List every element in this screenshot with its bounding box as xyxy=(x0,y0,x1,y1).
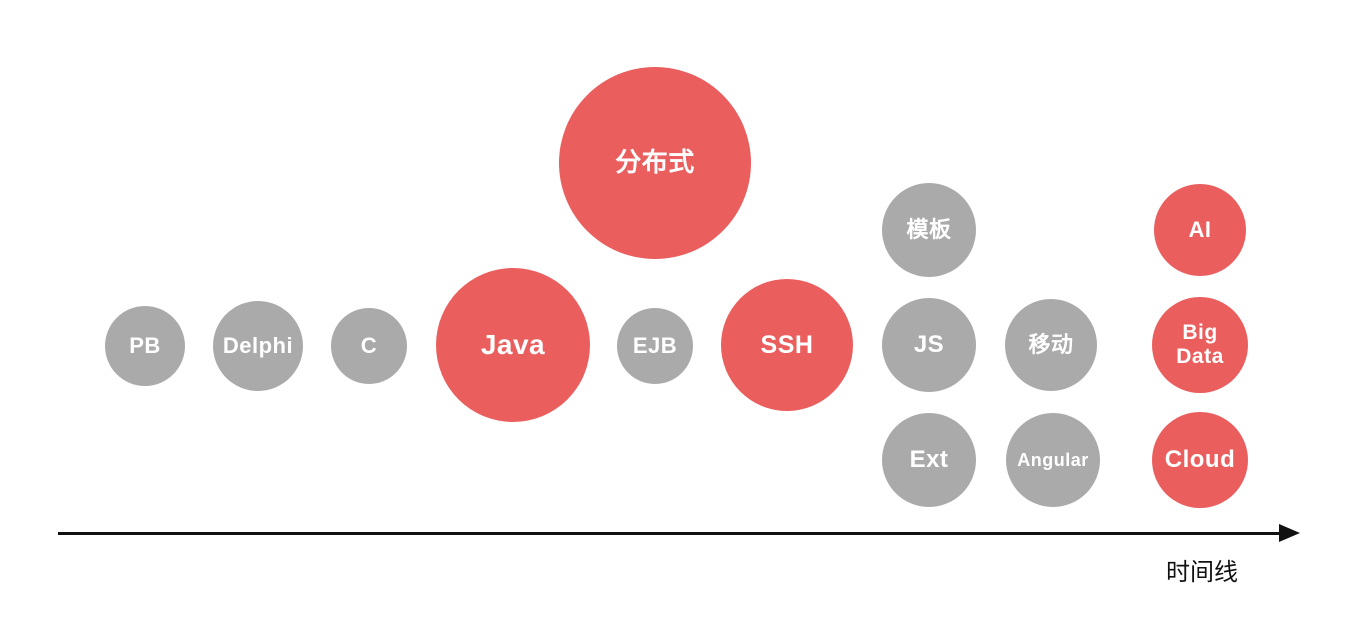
bubble-pb: PB xyxy=(105,306,185,386)
bubble-label: Cloud xyxy=(1164,446,1236,474)
bubble-java: Java xyxy=(436,268,590,422)
bubble-label: C xyxy=(360,333,378,359)
bubble-ext: Ext xyxy=(882,413,976,507)
bubble-ssh: SSH xyxy=(721,279,853,411)
bubble-label: Big Data xyxy=(1176,320,1224,368)
bubble-label: 移动 xyxy=(1028,332,1074,358)
bubble-label: Delphi xyxy=(222,333,294,359)
bubble-js: JS xyxy=(882,298,976,392)
timeline-arrowhead-icon xyxy=(1279,524,1300,542)
bubble-label: Ext xyxy=(909,446,949,474)
bubble-label: 模板 xyxy=(906,217,952,243)
bubble-label: PB xyxy=(129,333,161,359)
bubble-label: JS xyxy=(913,331,945,359)
bubble-c: C xyxy=(331,308,407,384)
bubble-distributed: 分布式 xyxy=(559,67,751,259)
bubble-label: Java xyxy=(480,328,546,360)
bubble-label: 分布式 xyxy=(615,147,695,178)
bubble-label: Angular xyxy=(1017,449,1089,470)
bubble-label: SSH xyxy=(760,330,814,359)
timeline-label: 时间线 xyxy=(1166,559,1238,586)
bubble-label: EJB xyxy=(632,333,678,359)
bubble-ai: AI xyxy=(1154,184,1246,276)
timeline-axis-line xyxy=(58,532,1280,535)
bubble-bigdata: Big Data xyxy=(1152,297,1248,393)
bubble-cloud: Cloud xyxy=(1152,412,1248,508)
bubble-mobile: 移动 xyxy=(1005,299,1097,391)
bubble-angular: Angular xyxy=(1006,413,1100,507)
bubble-template: 模板 xyxy=(882,183,976,277)
bubble-label: AI xyxy=(1188,217,1212,243)
bubble-ejb: EJB xyxy=(617,308,693,384)
bubble-delphi: Delphi xyxy=(213,301,303,391)
